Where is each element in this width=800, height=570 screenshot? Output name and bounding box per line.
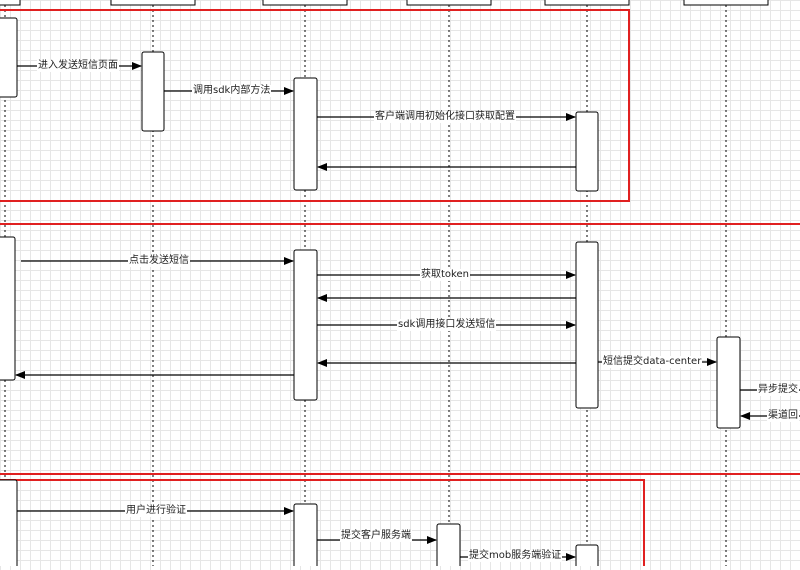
label-click-send-sms: 点击发送短信: [128, 255, 190, 267]
label-call-sdk-internal: 调用sdk内部方法: [192, 85, 272, 97]
label-sms-submit-dc: 短信提交data-center: [602, 356, 703, 368]
participant-header-sdk: [262, 0, 348, 6]
participant-header-data-center: [683, 0, 769, 6]
frame-init: [0, 9, 630, 202]
participant-header-mob-server: [544, 0, 630, 6]
lifelines: [4, 5, 727, 566]
activations: [0, 17, 741, 570]
label-async-submit: 异步提交: [757, 384, 799, 396]
activation-client-3: [436, 523, 461, 570]
frame-verify: [0, 479, 645, 570]
activation-user-1: [0, 17, 18, 98]
activation-user-3: [0, 479, 18, 570]
label-user-verify: 用户进行验证: [125, 505, 187, 517]
frame-send-sms: [0, 223, 800, 475]
activation-sdk-2: [293, 249, 318, 401]
participant-headers: [0, 0, 769, 6]
participant-header-client-server: [406, 0, 492, 6]
activation-dc-1: [716, 336, 741, 429]
participant-header-app: [110, 0, 196, 6]
activation-app-1: [141, 51, 165, 132]
activation-mob-2: [575, 241, 599, 409]
activation-user-2: [0, 236, 16, 381]
label-sdk-call-send: sdk调用接口发送短信: [397, 319, 497, 331]
activation-mob-1: [575, 111, 599, 192]
red-frames: [0, 9, 800, 570]
label-enter-sms-page: 进入发送短信页面: [37, 60, 119, 72]
message-arrows: [15, 62, 800, 561]
label-get-token: 获取token: [420, 269, 470, 281]
label-submit-mob-verify: 提交mob服务端验证: [468, 550, 563, 562]
activation-mob-3: [575, 544, 599, 570]
label-client-init-config: 客户端调用初始化接口获取配置: [374, 111, 516, 123]
label-channel-return: 渠道回: [767, 410, 799, 422]
activation-sdk-3: [293, 503, 318, 570]
participant-header-user: [0, 0, 21, 6]
activation-sdk-1: [293, 77, 318, 191]
label-submit-client-server: 提交客户服务端: [340, 530, 412, 542]
